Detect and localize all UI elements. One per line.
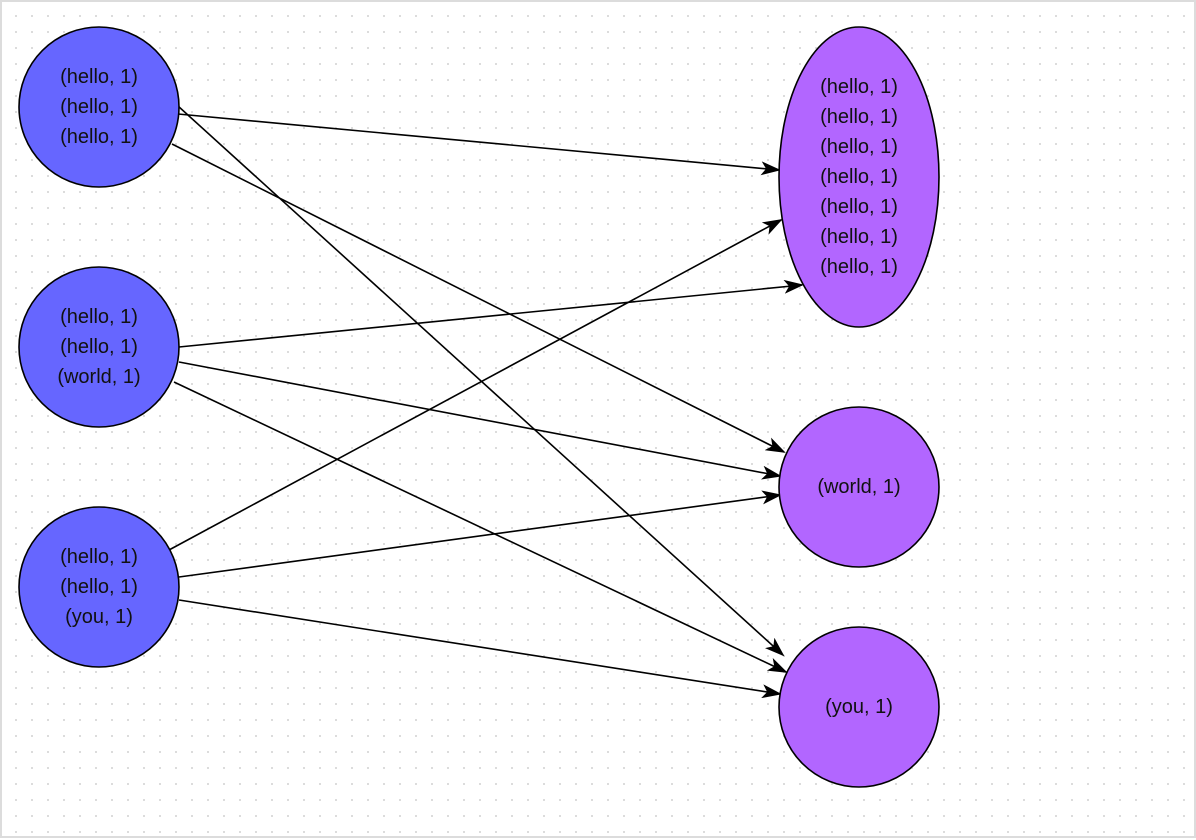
edge-s2-t1-arrow — [178, 279, 804, 348]
source-node-label-line: (world, 1) — [57, 366, 140, 388]
source-node-label-line: (hello, 1) — [60, 96, 138, 118]
source-node-shape[interactable] — [18, 506, 180, 668]
source-node-s3[interactable]: (hello, 1) (hello, 1) (you, 1) — [18, 506, 180, 668]
source-node-label-line: (hello, 1) — [60, 126, 138, 148]
target-node-t1[interactable]: (hello, 1) (hello, 1) (hello, 1) (hello, 1)… — [778, 26, 940, 328]
edge-s3-t3-arrow — [178, 599, 782, 699]
target-node-label-line: (hello, 1) — [820, 106, 898, 128]
source-node-label-line: (you, 1) — [65, 606, 133, 628]
source-node-shape[interactable] — [18, 266, 180, 428]
edge-s3-t2-arrow — [178, 490, 782, 578]
source-node-label-line: (hello, 1) — [60, 576, 138, 598]
source-node-s1[interactable]: (hello, 1) (hello, 1) (hello, 1) — [18, 26, 180, 188]
target-node-shape[interactable] — [778, 406, 940, 568]
source-node-label-line: (hello, 1) — [60, 336, 138, 358]
target-node-label-line: (hello, 1) — [820, 256, 898, 278]
edge-s1-t1-arrow — [177, 113, 781, 176]
target-node-shape[interactable] — [778, 626, 940, 788]
target-node-label-line: (you, 1) — [825, 696, 893, 718]
edge-s1-t3-arrow — [177, 105, 785, 657]
target-node-t2[interactable]: (world, 1) — [778, 406, 940, 568]
edge-s1-t2-arrow — [171, 143, 786, 453]
target-node-label-line: (hello, 1) — [820, 136, 898, 158]
target-node-t3[interactable]: (you, 1) — [778, 626, 940, 788]
nodes-layer: (hello, 1)(hello, 1)(hello, 1)(hello, 1)… — [18, 26, 940, 788]
source-node-label-line: (hello, 1) — [60, 66, 138, 88]
source-node-s2[interactable]: (hello, 1) (hello, 1) (world, 1) — [18, 266, 180, 428]
source-node-label-line: (hello, 1) — [60, 546, 138, 568]
target-node-label-line: (world, 1) — [817, 476, 900, 498]
target-node-label-line: (hello, 1) — [820, 166, 898, 188]
target-node-label-line: (hello, 1) — [820, 226, 898, 248]
target-node-shape[interactable] — [778, 26, 940, 328]
target-node-label-line: (hello, 1) — [820, 196, 898, 218]
edge-s2-t3-arrow — [173, 381, 788, 673]
edges-layer — [168, 105, 804, 699]
edge-s3-t1-arrow — [168, 219, 783, 551]
source-node-label-line: (hello, 1) — [60, 306, 138, 328]
source-node-shape[interactable] — [18, 26, 180, 188]
edge-s2-t2-arrow — [178, 361, 782, 480]
target-node-label-line: (hello, 1) — [820, 76, 898, 98]
